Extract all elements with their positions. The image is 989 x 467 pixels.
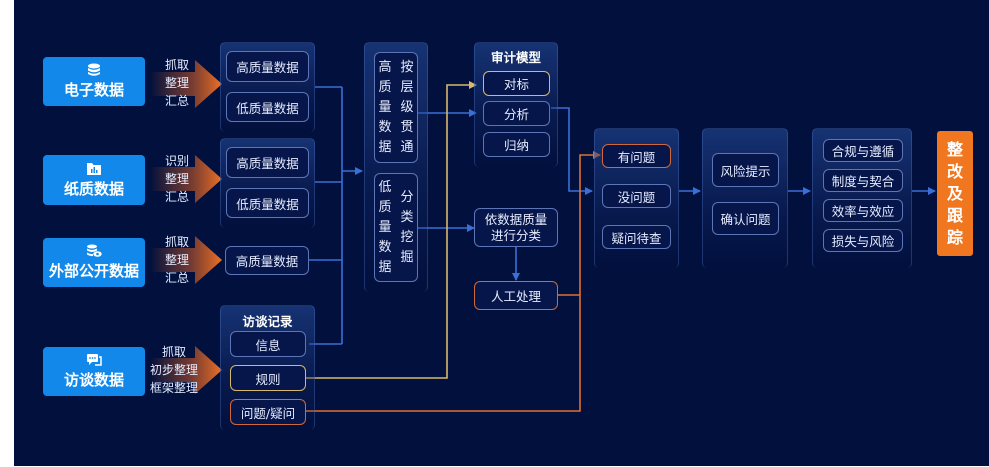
item-high-quality-data[interactable]: 高质量数据 — [225, 246, 309, 275]
vertical-text: 分类挖掘 — [400, 189, 414, 265]
item-high-quality-data[interactable]: 高质量数据 — [226, 147, 309, 178]
step-label: 汇总 — [165, 94, 190, 108]
step-label: 初步整理 — [150, 363, 199, 377]
item-benchmark[interactable]: 对标 — [483, 71, 550, 96]
process-arrow-4 — [150, 346, 222, 394]
item-low-quality-mining[interactable]: 低质量数据 分类挖掘 — [374, 173, 418, 282]
item-induction[interactable]: 归纳 — [483, 132, 550, 157]
step-label: 框架整理 — [150, 381, 199, 395]
step-label: 抓取 — [165, 58, 190, 72]
classify-by-quality-box[interactable]: 依数据质量 进行分类 — [474, 208, 558, 247]
rectify-and-track-box[interactable]: 整改及跟踪 — [937, 131, 973, 256]
source-electronic-data[interactable]: 电子数据 — [43, 57, 145, 106]
step-label: 抓取 — [162, 345, 187, 359]
source-label: 电子数据 — [63, 81, 124, 99]
step-label: 汇总 — [165, 271, 190, 285]
item-compliance[interactable]: 合规与遵循 — [823, 139, 903, 162]
vertical-text: 低质量数据 — [378, 179, 392, 275]
item-confirm-problem[interactable]: 确认问题 — [712, 202, 779, 235]
item-efficiency[interactable]: 效率与效应 — [823, 199, 903, 222]
source-label: 纸质数据 — [63, 179, 124, 198]
step-label: 汇总 — [165, 190, 190, 204]
source-label: 外部公开数据 — [48, 262, 139, 280]
group-title: 访谈记录 — [242, 314, 293, 329]
item-has-problem[interactable]: 有问题 — [602, 144, 671, 168]
step-label: 整理 — [165, 172, 190, 186]
connector-rule-to-benchmark — [305, 81, 477, 379]
source-label: 访谈数据 — [63, 371, 124, 389]
process-arrow-3 — [150, 236, 222, 284]
step-label: 抓取 — [165, 235, 190, 249]
connector-issue-to-problem — [305, 151, 601, 412]
item-rules[interactable]: 规则 — [230, 365, 306, 391]
source-external-public-data[interactable]: 外部公开数据 — [43, 238, 145, 287]
item-high-quality-data[interactable]: 高质量数据 — [226, 51, 309, 82]
item-pending-query[interactable]: 疑问待查 — [602, 225, 671, 249]
item-loss-risk[interactable]: 损失与风险 — [823, 229, 903, 252]
item-information[interactable]: 信息 — [230, 331, 306, 357]
item-low-quality-data[interactable]: 低质量数据 — [226, 92, 309, 122]
vertical-text: 高质量数据 — [378, 59, 392, 155]
database-icon — [88, 63, 100, 76]
item-no-problem[interactable]: 没问题 — [602, 184, 671, 208]
item-system-fit[interactable]: 制度与契合 — [823, 169, 903, 192]
audit-model-title: 审计模型 — [490, 50, 541, 65]
item-analysis[interactable]: 分析 — [483, 101, 550, 126]
classify-line-2: 进行分类 — [490, 227, 541, 243]
manual-processing-box[interactable]: 人工处理 — [474, 281, 558, 310]
steps-paper: 识别 整理 汇总 — [165, 152, 189, 206]
step-label: 整理 — [165, 76, 190, 90]
process-arrow-1 — [150, 60, 222, 108]
item-questions[interactable]: 问题/疑问 — [230, 399, 306, 425]
chat-icon — [87, 354, 102, 366]
classify-line-1: 依数据质量 — [484, 211, 548, 227]
steps-interview: 抓取 初步整理 框架整理 — [150, 343, 198, 397]
source-paper-data[interactable]: 纸质数据 — [43, 155, 145, 205]
item-low-quality-data[interactable]: 低质量数据 — [226, 188, 309, 218]
folder-chart-icon — [87, 162, 101, 175]
vertical-text: 按层级贯通 — [400, 59, 414, 155]
group-actions — [702, 128, 788, 268]
item-risk-alert[interactable]: 风险提示 — [712, 153, 779, 187]
step-label: 识别 — [165, 154, 190, 168]
steps-electronic: 抓取 整理 汇总 — [165, 56, 189, 110]
steps-external: 抓取 整理 汇总 — [165, 233, 189, 287]
source-interview-data[interactable]: 访谈数据 — [43, 347, 145, 396]
item-high-quality-layered[interactable]: 高质量数据 按层级贯通 — [374, 52, 418, 163]
database-eye-icon — [87, 244, 102, 257]
final-label: 整改及跟踪 — [946, 139, 963, 247]
process-arrow-2 — [150, 155, 222, 203]
step-label: 整理 — [165, 253, 190, 267]
